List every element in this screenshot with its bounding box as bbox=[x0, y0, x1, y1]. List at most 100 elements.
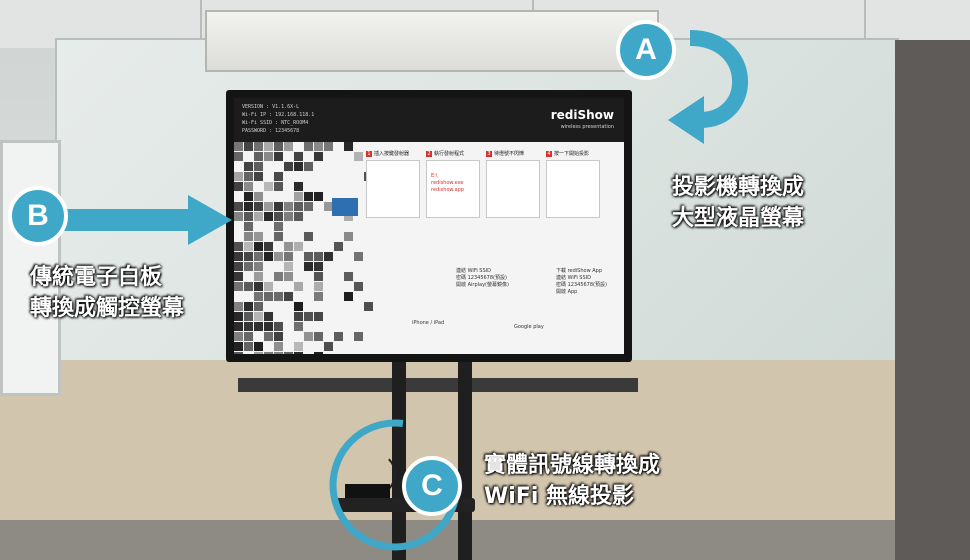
caption-line: 實體訊號線轉換成 bbox=[484, 453, 661, 478]
mosaic-cell bbox=[294, 162, 303, 171]
caption-c: 實體訊號線轉換成 WiFi 無線投影 bbox=[484, 450, 660, 512]
caption-b: 傳統電子白板 轉換成觸控螢幕 bbox=[30, 262, 184, 324]
mosaic-cell bbox=[314, 142, 323, 151]
mosaic-cell bbox=[244, 262, 253, 271]
floor bbox=[0, 520, 970, 560]
step-label: 執行發射程式 bbox=[434, 151, 465, 157]
mosaic-cell bbox=[354, 252, 363, 261]
mosaic-cell bbox=[254, 342, 263, 351]
mosaic-cell bbox=[314, 252, 323, 261]
mosaic-cell bbox=[274, 272, 283, 281]
mosaic-cell bbox=[274, 322, 283, 331]
mosaic-cell bbox=[264, 152, 273, 161]
mosaic-cell bbox=[304, 332, 313, 341]
mosaic-cell bbox=[284, 262, 293, 271]
mosaic-cell bbox=[294, 192, 303, 201]
mosaic-cell bbox=[274, 172, 283, 181]
mosaic-cell bbox=[234, 142, 243, 151]
mosaic-cell bbox=[264, 202, 273, 211]
mosaic-cell bbox=[254, 162, 263, 171]
mosaic-cell bbox=[244, 302, 253, 311]
mosaic-cell bbox=[254, 302, 263, 311]
mosaic-cell bbox=[304, 162, 313, 171]
mosaic-cell bbox=[264, 322, 273, 331]
mosaic-cell bbox=[274, 252, 283, 261]
mosaic-cell bbox=[254, 322, 263, 331]
mosaic-cell bbox=[294, 152, 303, 161]
mobile-instructions-2: 下載 rediShow App 連結 WiFi SSID 密碼 12345678… bbox=[556, 268, 607, 296]
mosaic-cell bbox=[294, 352, 303, 354]
brand-tagline: wireless presentation bbox=[560, 124, 614, 130]
mosaic-cell bbox=[244, 342, 253, 351]
mosaic-cell bbox=[294, 302, 303, 311]
mosaic-cell bbox=[234, 172, 243, 181]
mosaic-cell bbox=[234, 212, 243, 221]
mosaic-cell bbox=[274, 332, 283, 341]
projector-screen-bar bbox=[238, 378, 638, 392]
mosaic-cell bbox=[244, 182, 253, 191]
mobile-instructions-1: 連結 WiFi SSID 密碼 12345678(預設) 開啟 Airplay(… bbox=[456, 268, 509, 289]
circle-c-ring bbox=[329, 419, 461, 551]
mosaic-cell bbox=[284, 272, 293, 281]
caption-line: 投影機轉換成 bbox=[672, 175, 805, 200]
mosaic-cell bbox=[294, 182, 303, 191]
mosaic-cell bbox=[304, 232, 313, 241]
ceiling-tile bbox=[534, 0, 866, 44]
mosaic-cell bbox=[234, 152, 243, 161]
mosaic-cell bbox=[234, 242, 243, 251]
info-line: Wi-Fi IP : 192.168.118.1 bbox=[242, 112, 315, 118]
mosaic-cell bbox=[264, 252, 273, 261]
mosaic-cell bbox=[234, 322, 243, 331]
mosaic-cell bbox=[244, 162, 253, 171]
mosaic-cell bbox=[294, 202, 303, 211]
mosaic-cell bbox=[234, 302, 243, 311]
mosaic-cell bbox=[324, 142, 333, 151]
mosaic-cell bbox=[274, 292, 283, 301]
mosaic-cell bbox=[254, 272, 263, 281]
panel-text: E:\ redishow.exe redishow.app bbox=[431, 173, 464, 194]
display-content: VERSION : V1.1.6X-L Wi-Fi IP : 192.168.1… bbox=[234, 98, 624, 354]
mosaic-cell bbox=[314, 312, 323, 321]
mosaic-cell bbox=[254, 152, 263, 161]
mosaic-cell bbox=[274, 202, 283, 211]
caption-a: 投影機轉換成 大型液晶螢幕 bbox=[672, 172, 804, 234]
mosaic-cell bbox=[244, 172, 253, 181]
mosaic-cell bbox=[254, 192, 263, 201]
step-label: 待燈號不閃爍 bbox=[494, 151, 525, 157]
mosaic-cell bbox=[274, 342, 283, 351]
mosaic-cell bbox=[334, 332, 343, 341]
mosaic-cell bbox=[264, 312, 273, 321]
info-line: PASSWORD : 12345678 bbox=[242, 128, 300, 134]
mosaic-cell bbox=[254, 232, 263, 241]
mosaic-cell bbox=[294, 242, 303, 251]
display-header: VERSION : V1.1.6X-L Wi-Fi IP : 192.168.1… bbox=[234, 98, 624, 142]
store-badge-ios: iPhone / iPad bbox=[412, 320, 445, 326]
step-panel bbox=[546, 160, 600, 218]
mosaic-cell bbox=[324, 202, 333, 211]
mobile-line: 連結 WiFi SSID bbox=[556, 275, 591, 281]
mosaic-cell bbox=[254, 252, 263, 261]
badge-c: C bbox=[402, 456, 462, 516]
left-whiteboard bbox=[0, 140, 61, 396]
mosaic-cell bbox=[234, 272, 243, 281]
mosaic-cell bbox=[304, 202, 313, 211]
mosaic-cell bbox=[234, 282, 243, 291]
laptop-icon bbox=[332, 198, 358, 216]
mosaic-cell bbox=[244, 252, 253, 261]
mosaic-cell bbox=[304, 142, 313, 151]
info-line: VERSION : V1.1.6X-L bbox=[242, 104, 300, 110]
mosaic-cell bbox=[264, 282, 273, 291]
mosaic-cell bbox=[254, 312, 263, 321]
arrow-right-icon bbox=[60, 195, 232, 245]
mosaic-cell bbox=[254, 202, 263, 211]
brand-logo: rediShow bbox=[550, 108, 614, 122]
mosaic-cell bbox=[314, 292, 323, 301]
mosaic-cell bbox=[314, 332, 323, 341]
mosaic-cell bbox=[314, 272, 323, 281]
mosaic-cell bbox=[314, 352, 323, 354]
